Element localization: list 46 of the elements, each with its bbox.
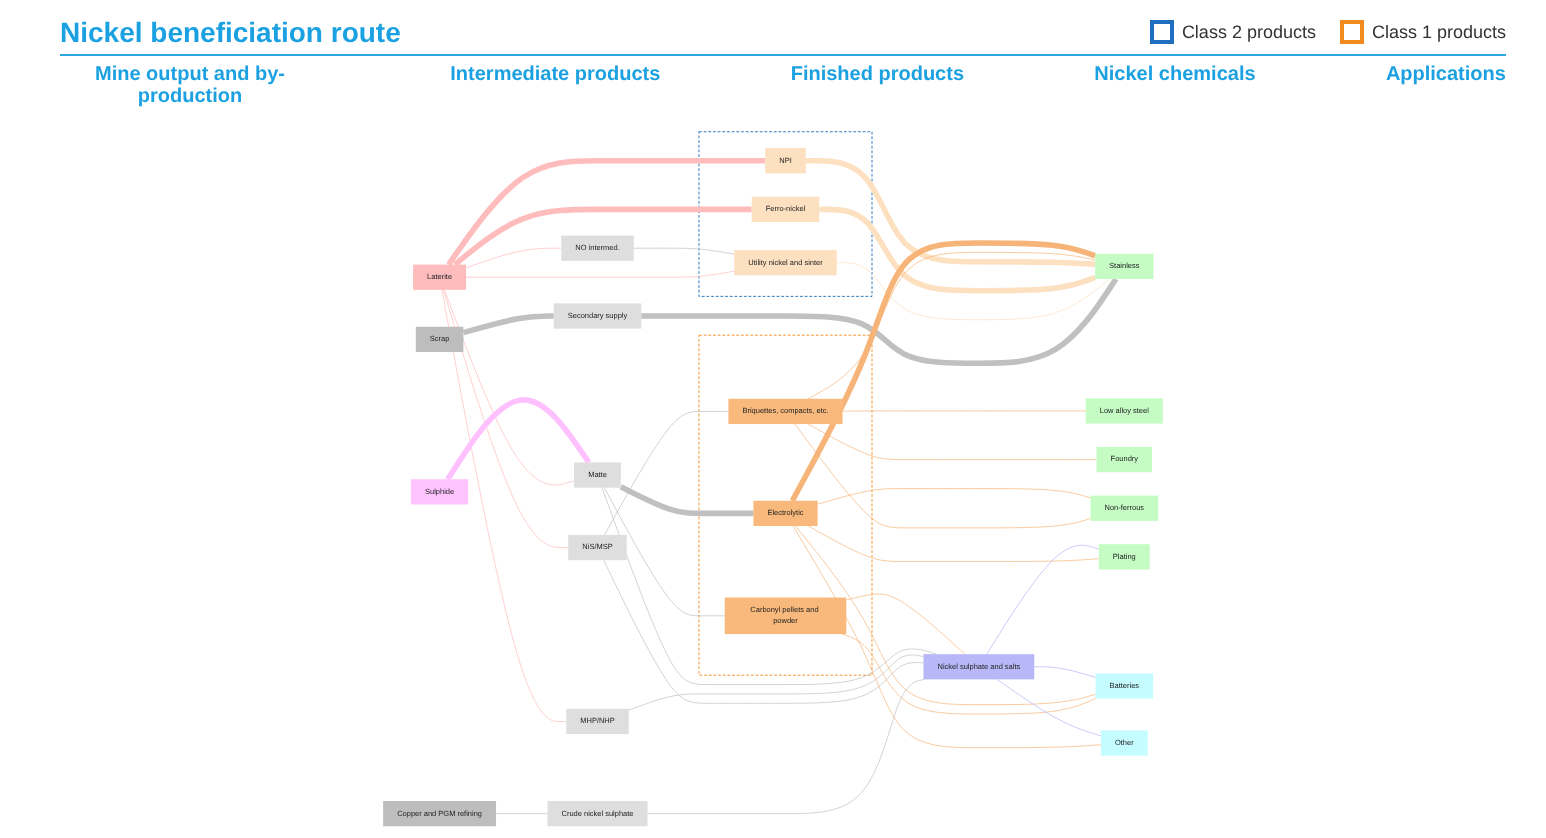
connector bbox=[601, 487, 938, 685]
connector bbox=[603, 487, 726, 617]
connector bbox=[805, 157, 1096, 268]
connector bbox=[462, 313, 554, 336]
connector bbox=[495, 813, 548, 814]
cluster bbox=[698, 334, 873, 676]
connector bbox=[841, 633, 1096, 715]
cluster bbox=[698, 131, 873, 297]
connector bbox=[453, 206, 752, 267]
connector bbox=[836, 262, 1110, 321]
column-heading: Mine output and by-production bbox=[93, 64, 287, 108]
legend-label: Class 2 products bbox=[1181, 22, 1316, 42]
connector bbox=[441, 289, 567, 722]
column-heading: Applications bbox=[1385, 64, 1506, 90]
connector bbox=[619, 484, 754, 517]
connector bbox=[842, 410, 1087, 412]
connector bbox=[795, 525, 1096, 705]
connector bbox=[444, 289, 575, 486]
connector bbox=[465, 270, 735, 278]
connector bbox=[817, 488, 1091, 505]
column-heading: Finished products bbox=[790, 64, 965, 90]
connector bbox=[794, 423, 1091, 529]
connector bbox=[641, 277, 1119, 367]
connector bbox=[807, 423, 1097, 460]
legend-label: Class 1 products bbox=[1371, 22, 1506, 42]
connector bbox=[986, 544, 1100, 655]
connector bbox=[465, 247, 562, 269]
connector bbox=[633, 247, 735, 255]
column-heading: Intermediate products bbox=[450, 64, 661, 90]
connector bbox=[443, 289, 569, 548]
connector bbox=[996, 679, 1102, 737]
connector bbox=[603, 559, 924, 704]
connector bbox=[628, 654, 924, 711]
connector bbox=[1033, 666, 1096, 678]
connector bbox=[445, 397, 592, 481]
connector bbox=[819, 206, 1097, 294]
diagram-title: Nickel beneficiation route bbox=[60, 16, 401, 48]
connector bbox=[807, 252, 1096, 400]
connector bbox=[647, 679, 925, 814]
connector bbox=[604, 411, 729, 536]
connector bbox=[807, 525, 1100, 562]
column-heading: Nickel chemicals bbox=[1094, 64, 1256, 90]
connector bbox=[446, 157, 766, 267]
connector bbox=[792, 525, 1102, 749]
connector bbox=[845, 593, 966, 655]
connector bbox=[789, 240, 1097, 503]
